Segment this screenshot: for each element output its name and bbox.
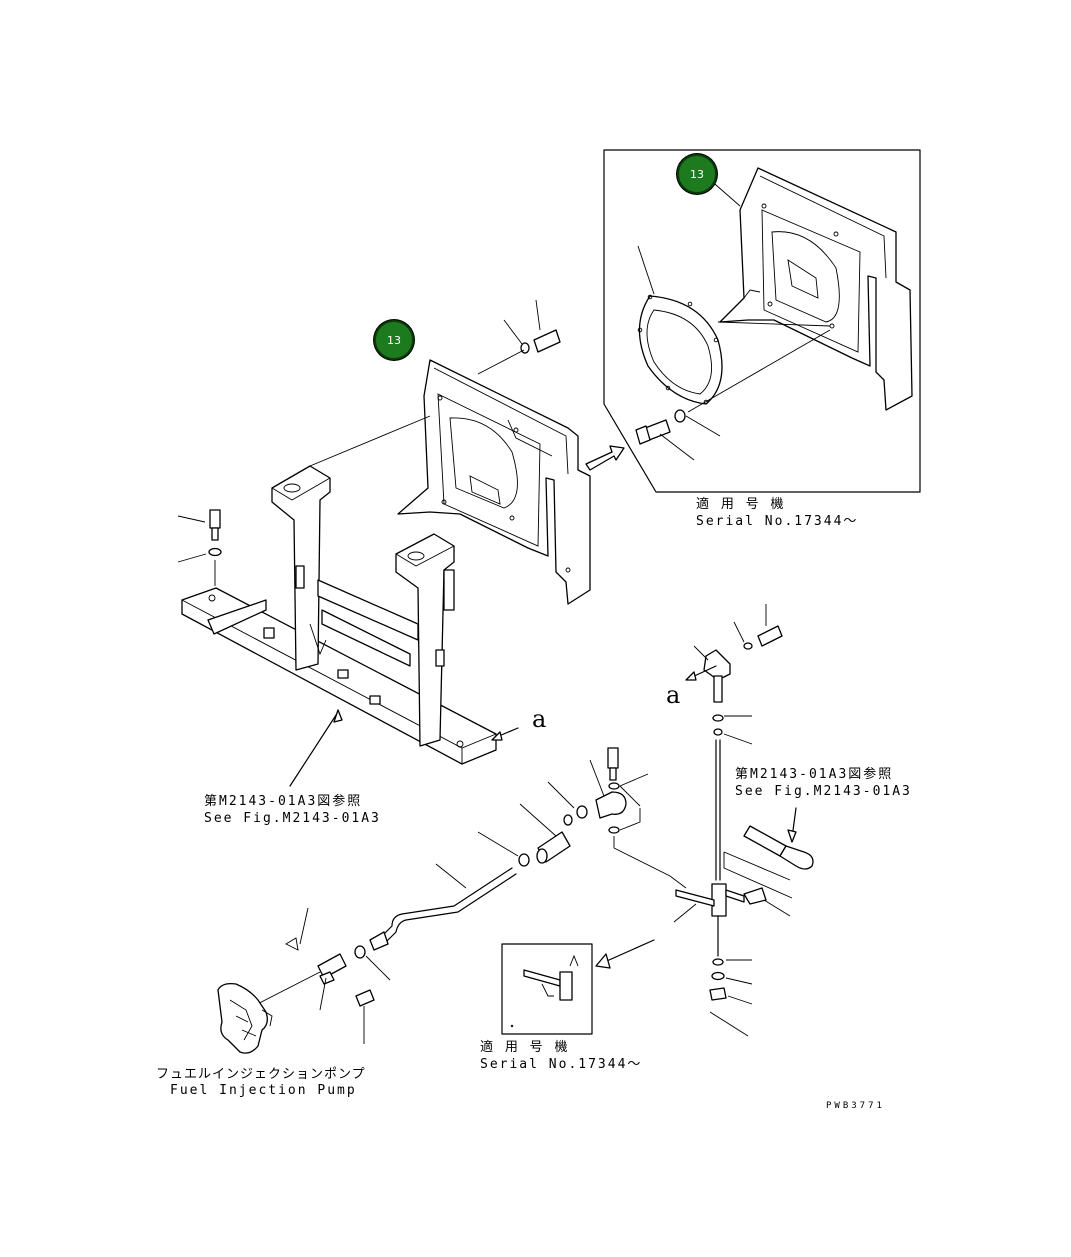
linkage-assembly xyxy=(673,604,814,1037)
inset-detail-box xyxy=(603,149,921,493)
see-fig-right-jp: 第M2143-01A3図参照 xyxy=(735,767,894,782)
linkage-rod-chain xyxy=(225,747,687,1044)
inset-gasket xyxy=(637,294,723,405)
see-fig-left-en: See Fig.M2143-01A3 xyxy=(204,811,381,826)
serial-bottom-en: Serial No.17344～ xyxy=(480,1057,643,1072)
fuel-pump-jp: フュエルインジェクションポンプ xyxy=(156,1067,366,1082)
serial-bottom-jp: 適 用 号 機 xyxy=(480,1040,570,1055)
view-marker-a-bracket: a xyxy=(666,681,681,709)
fuel-injection-pump xyxy=(217,982,273,1054)
fuel-pump-en: Fuel Injection Pump xyxy=(170,1083,357,1098)
view-marker-a: a xyxy=(532,705,547,733)
shroud-bolt xyxy=(503,299,561,354)
inset-bolt xyxy=(635,409,686,445)
drawing-code: PWB3771 xyxy=(826,1101,885,1111)
part-callout-13-inset[interactable]: 13 xyxy=(677,154,717,194)
frame-bolt xyxy=(177,509,222,586)
lower-inset-box xyxy=(501,943,593,1035)
arrow-to-inset xyxy=(585,445,625,471)
part-callout-13-main[interactable]: 13 xyxy=(374,320,414,360)
inset-shroud xyxy=(719,167,913,411)
serial-top-jp: 適 用 号 機 xyxy=(696,497,786,512)
see-fig-left-jp: 第M2143-01A3図参照 xyxy=(204,794,363,809)
serial-top-en: Serial No.17344～ xyxy=(696,514,859,529)
see-fig-right-en: See Fig.M2143-01A3 xyxy=(735,784,912,799)
support-frame xyxy=(181,465,497,765)
radiator-shroud xyxy=(397,359,591,605)
